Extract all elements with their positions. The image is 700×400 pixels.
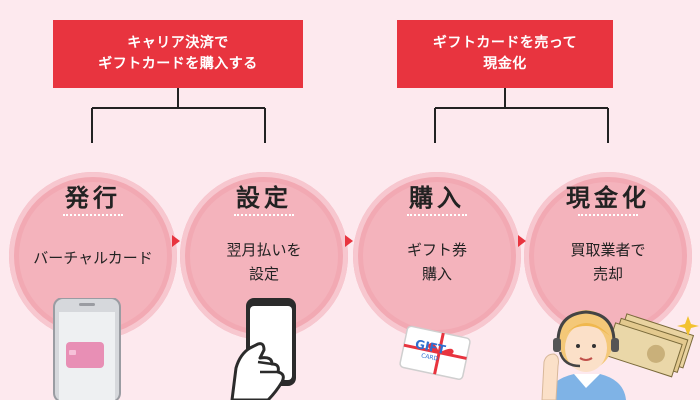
step-desc: バーチャルカード xyxy=(13,246,173,270)
flow-arrow-icon xyxy=(518,235,526,247)
dotted-divider xyxy=(578,214,638,216)
step-desc-line2: 売却 xyxy=(592,265,623,283)
banner-left-line1: キャリア決済で xyxy=(127,35,229,51)
phone-with-card-icon xyxy=(53,298,121,400)
dotted-divider xyxy=(63,214,123,216)
banner-right-line1: ギフトカードを売って xyxy=(432,35,578,51)
step-title: 現金化 xyxy=(566,184,650,212)
step-setting: 設定 翌月払いを 設定 xyxy=(180,172,348,340)
step-cash: 現金化 買取業者で 売却 xyxy=(524,172,692,340)
step-desc-line2: 設定 xyxy=(248,265,279,283)
banner-left-line2: ギフトカードを購入する xyxy=(98,56,258,72)
dotted-divider xyxy=(234,214,294,216)
step-title: 購入 xyxy=(409,184,465,212)
step-desc: 翌月払いを 設定 xyxy=(184,238,344,286)
step-desc-line1: 買取業者で xyxy=(570,241,646,259)
step-purchase: 購入 ギフト券 購入 xyxy=(353,172,521,340)
banner-sell-cash: ギフトカードを売って 現金化 xyxy=(397,20,613,88)
flow-arrow-icon xyxy=(345,235,353,247)
step-desc-line2: 購入 xyxy=(421,265,452,283)
banner-right-line2: 現金化 xyxy=(483,56,527,72)
step-desc-line1: ギフト券 xyxy=(406,241,467,259)
hand-holding-phone-icon xyxy=(230,298,296,400)
step-desc: ギフト券 購入 xyxy=(357,238,517,286)
gift-card-icon: GIFT CARD xyxy=(397,322,475,384)
operator-with-cash-icon xyxy=(541,310,699,400)
dotted-divider xyxy=(407,214,467,216)
flow-arrow-icon xyxy=(172,235,180,247)
step-desc-line1: バーチャルカード xyxy=(33,249,153,267)
step-title: 設定 xyxy=(236,184,292,212)
step-desc: 買取業者で 売却 xyxy=(528,238,688,286)
banner-carrier-purchase: キャリア決済で ギフトカードを購入する xyxy=(53,20,303,88)
step-desc-line1: 翌月払いを xyxy=(226,241,302,259)
step-title: 発行 xyxy=(65,184,121,212)
